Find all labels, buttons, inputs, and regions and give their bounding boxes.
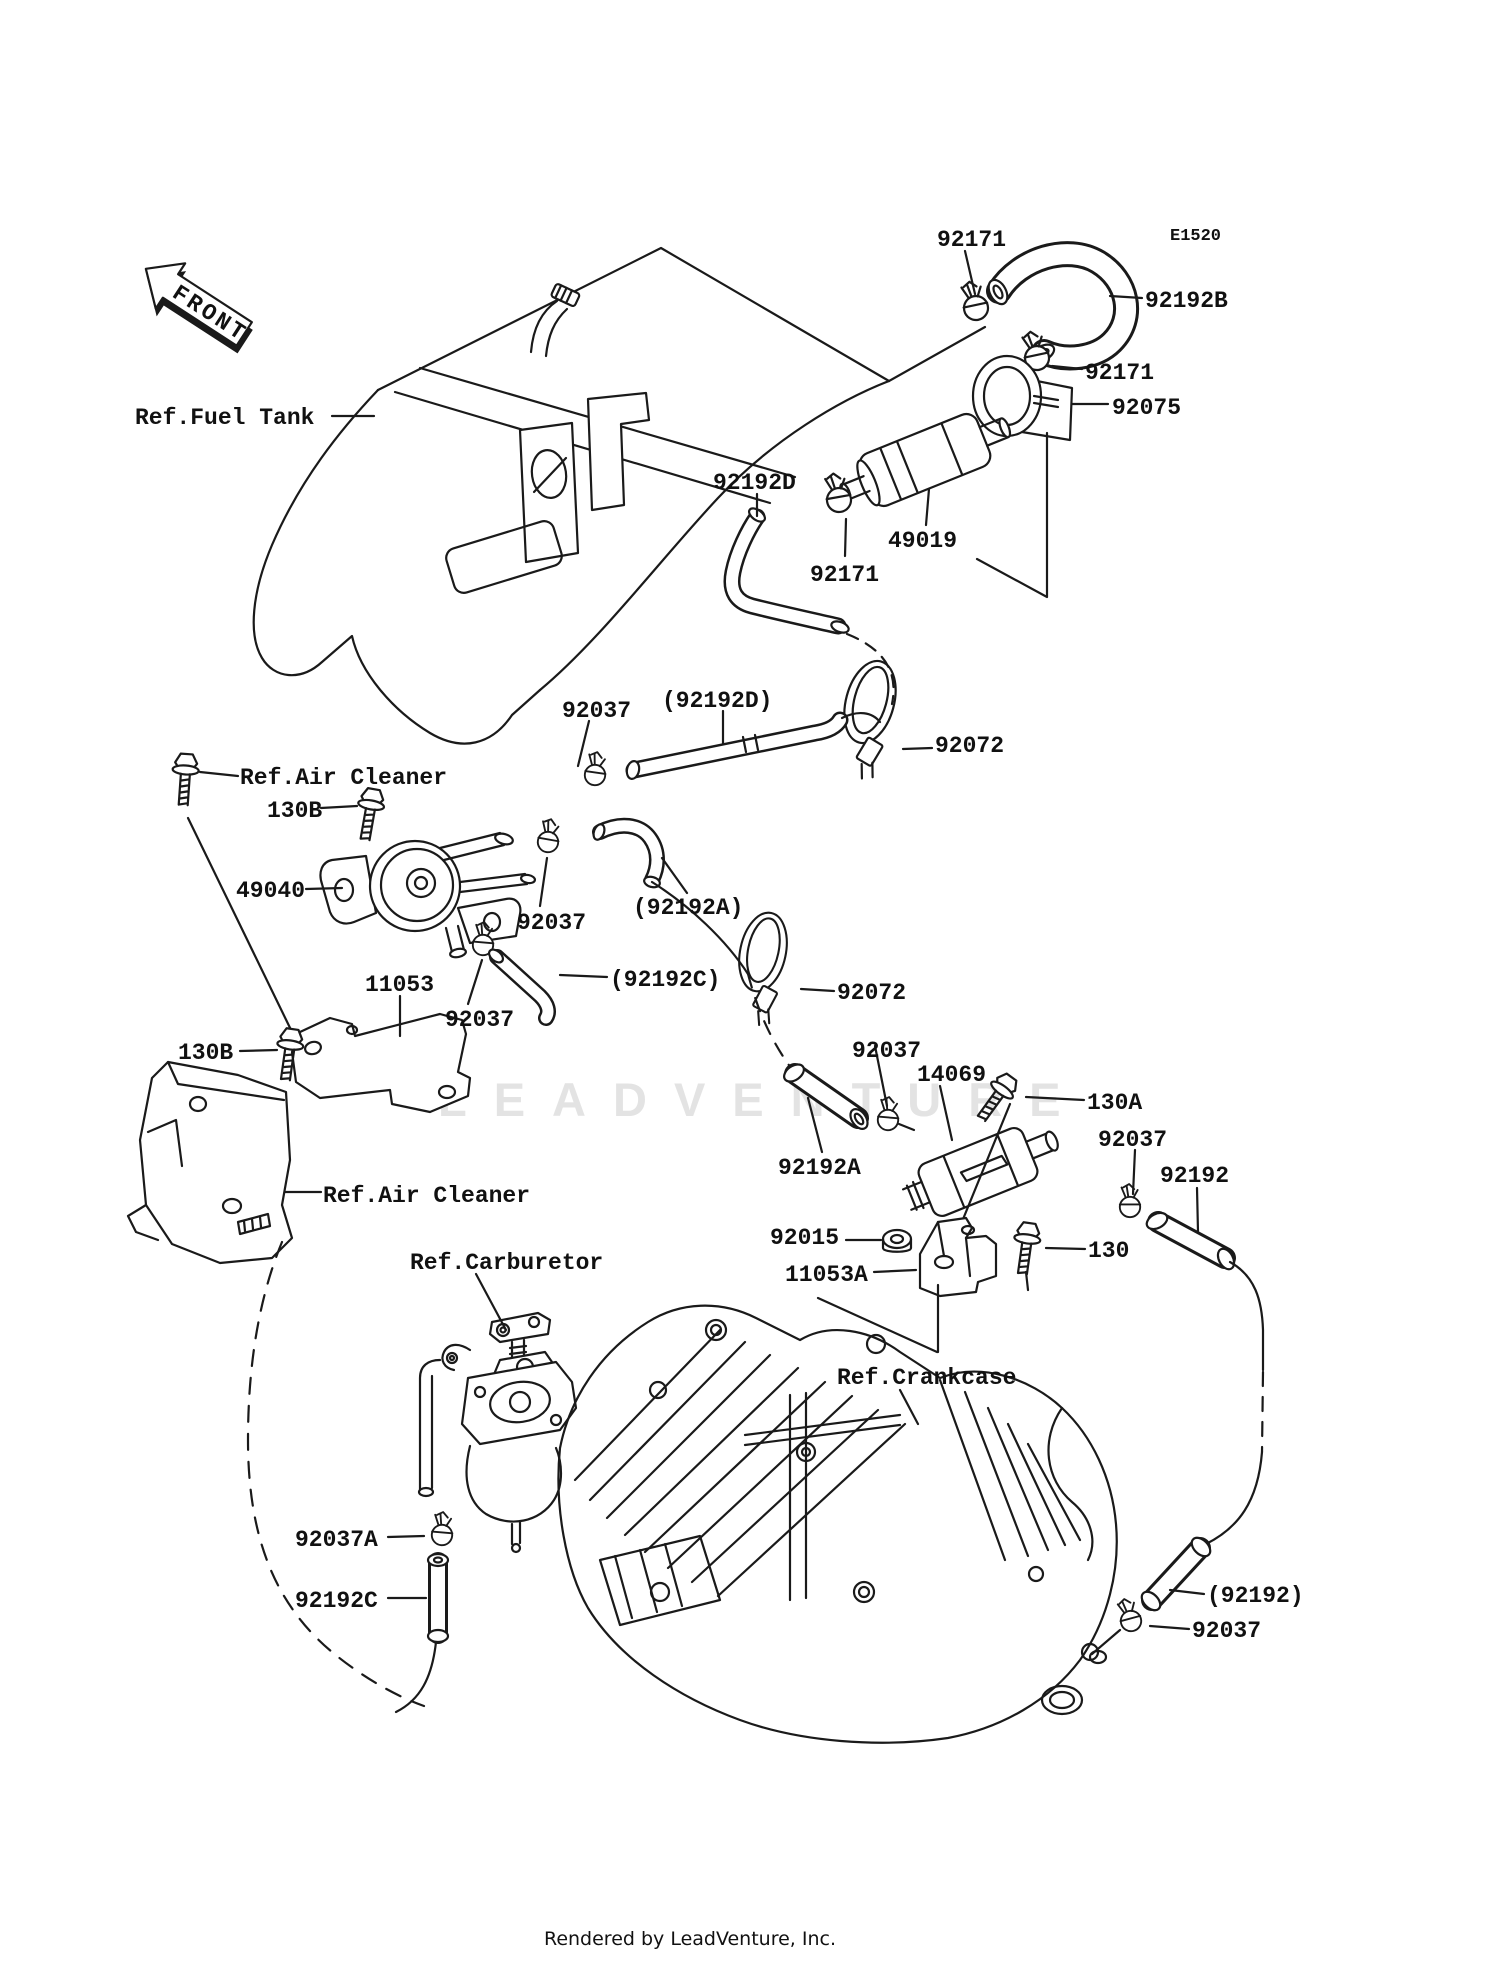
part-label-92171-2: 92171	[1085, 360, 1154, 386]
leader-lines	[198, 249, 1206, 1631]
ref-label-carburetor: Ref.Carburetor	[410, 1250, 603, 1276]
crankcase-drawing	[557, 1304, 1118, 1744]
part-label-92037-2: 92037	[517, 910, 586, 936]
fuel-pipe-92192D-installed-drawing	[625, 711, 882, 780]
bolt-130B-1-icon	[351, 785, 388, 843]
part-label-92192C: 92192C	[295, 1588, 378, 1614]
part-label-92037-5: 92037	[1098, 1127, 1167, 1153]
part-label-14069: 14069	[917, 1062, 986, 1088]
assembly-line	[897, 1122, 916, 1132]
part-label-11053A: 11053A	[785, 1262, 868, 1288]
fuel-pipe-92192D-drawing	[723, 507, 895, 706]
clamp-92171-1-icon	[957, 277, 992, 324]
part-label-130B-1: 130B	[267, 798, 322, 824]
part-label-92192: 92192	[1160, 1163, 1229, 1189]
part-label-92192B: 92192B	[1145, 288, 1228, 314]
front-direction-arrow: FRONT	[144, 262, 253, 354]
part-label-130: 130	[1088, 1238, 1129, 1264]
clamp-92037-6-icon	[1114, 1595, 1145, 1635]
part-label-92192D-paren: (92192D)	[662, 688, 772, 714]
bolt-130-icon	[1008, 1220, 1044, 1277]
fuel-pipe-92192A-installed-drawing	[592, 817, 665, 889]
fuel-pipe-92192C-part-drawing	[394, 1552, 450, 1714]
part-labels: 92171 E1520 92192B 92171 92075 Ref.Fuel …	[135, 227, 1304, 1644]
ref-label-air-cleaner-1: Ref.Air Cleaner	[240, 765, 447, 791]
part-label-92037-4: 92037	[852, 1038, 921, 1064]
part-label-92037-1: 92037	[562, 698, 631, 724]
fuel-hose-92192B-drawing	[986, 241, 1139, 371]
fuel-tank-drawing	[252, 246, 987, 745]
part-label-92192-paren: (92192)	[1207, 1583, 1304, 1609]
part-label-92037-3: 92037	[445, 1007, 514, 1033]
part-label-92171-1: 92171	[937, 227, 1006, 253]
part-label-130B-2: 130B	[178, 1040, 233, 1066]
bracket-11053A-drawing	[816, 1216, 1030, 1354]
part-label-92192A: 92192A	[778, 1155, 861, 1181]
bolt-air-cleaner-icon	[169, 752, 201, 807]
ref-label-fuel-tank: Ref.Fuel Tank	[135, 405, 315, 431]
part-label-92072-2: 92072	[837, 980, 906, 1006]
filter-holder-92075-drawing	[971, 354, 1074, 599]
assembly-line	[186, 816, 295, 1036]
part-label-92015: 92015	[770, 1225, 839, 1251]
part-label-49019: 49019	[888, 528, 957, 554]
clamp-92037-2-icon	[535, 816, 563, 855]
hose-routing-dashed	[746, 972, 793, 1070]
fuel-pipe-92192-installed-drawing	[1140, 1536, 1212, 1612]
part-label-11053: 11053	[365, 972, 434, 998]
bracket-11053-drawing	[290, 1012, 472, 1114]
part-label-92037A: 92037A	[295, 1527, 378, 1553]
clamp-92171-3-icon	[821, 470, 855, 516]
page-code-label: E1520	[1170, 227, 1221, 246]
part-label-92171-3: 92171	[810, 562, 879, 588]
rendered-by-footer: Rendered by LeadVenture, Inc.	[543, 1928, 837, 1950]
nut-92015-drawing	[881, 1228, 913, 1253]
clamp-92037-1-icon	[582, 749, 610, 788]
part-label-92075: 92075	[1112, 395, 1181, 421]
clamp-92037-5-icon	[1118, 1183, 1142, 1219]
hose-routing-line	[650, 880, 750, 976]
air-cleaner-bracket-drawing	[126, 1060, 294, 1265]
fuel-pipe-92192C-installed-drawing	[487, 948, 556, 1026]
fuel-pipe-92192-part-drawing	[1145, 1211, 1265, 1546]
leadventure-watermark: LEADVENTURE	[438, 1073, 1088, 1126]
clamp-92037A-icon	[430, 1510, 456, 1547]
part-label-92192A-paren: (92192A)	[633, 895, 743, 921]
fuel-pump-49040-drawing	[319, 831, 537, 959]
fuel-filter-14069-drawing	[901, 1126, 1059, 1218]
part-label-130A: 130A	[1087, 1090, 1142, 1116]
part-label-92192D: 92192D	[713, 470, 796, 496]
ref-label-air-cleaner-2: Ref.Air Cleaner	[323, 1183, 530, 1209]
part-label-92192C-paren: (92192C)	[610, 967, 720, 993]
part-label-92037-6: 92037	[1192, 1618, 1261, 1644]
part-label-92072-1: 92072	[935, 733, 1004, 759]
clamp-92037-4-icon	[876, 1095, 902, 1132]
carburetor-drawing	[417, 1311, 578, 1554]
routing-dashed-loop	[246, 1240, 426, 1708]
part-label-49040: 49040	[236, 878, 305, 904]
ref-label-crankcase: Ref.Crankcase	[837, 1365, 1016, 1391]
fuel-pipe-92192A-part-drawing	[783, 1063, 869, 1130]
